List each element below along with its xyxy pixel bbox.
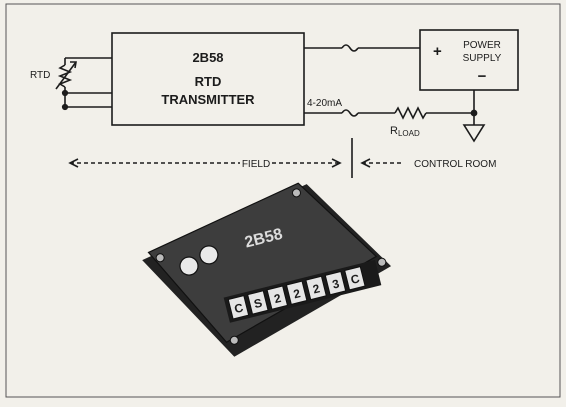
rtd-node-dot	[63, 105, 68, 110]
power-plus-label: +	[433, 43, 442, 60]
load-resistor-zigzag	[395, 108, 426, 118]
power-supply-line2-label: SUPPLY	[463, 53, 502, 64]
circuit-schematic	[56, 30, 518, 178]
rtd-sensor-label: RTD	[30, 70, 50, 81]
transmitter-line2-label: TRANSMITTER	[161, 92, 255, 107]
ground-node-dot	[471, 110, 476, 115]
wire-break-icon	[342, 110, 358, 116]
load-resistor-label-main: R	[390, 125, 398, 137]
field-region-label: FIELD	[242, 159, 270, 170]
load-resistor-label: RLOAD	[390, 125, 420, 138]
power-supply-line1-label: POWER	[463, 40, 501, 51]
transmitter-line1-label: RTD	[195, 74, 222, 89]
rtd-variable-arrow	[56, 62, 76, 89]
control-room-region-label: CONTROL ROOM	[414, 159, 496, 170]
transmitter-model-label: 2B58	[192, 50, 223, 65]
ground-icon	[464, 125, 484, 141]
wire-break-icon	[342, 45, 358, 51]
rtd-node-dot	[63, 91, 68, 96]
current-label: 4-20mA	[307, 98, 342, 109]
power-minus-label: −	[478, 68, 487, 85]
schematic-labels: 2B58 RTD TRANSMITTER RTD 4-20mA + POWER …	[30, 40, 502, 170]
load-resistor-label-subscript: LOAD	[398, 129, 420, 138]
